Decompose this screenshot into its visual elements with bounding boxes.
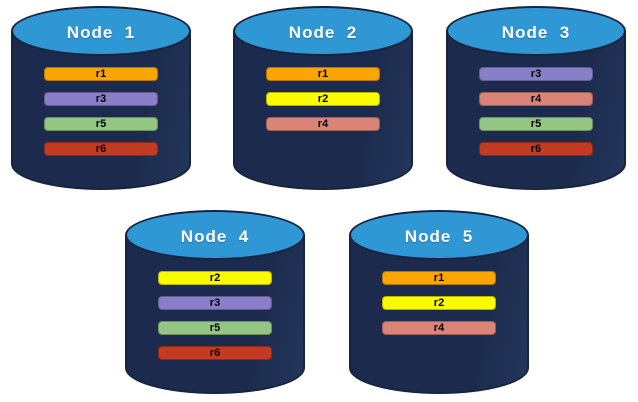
replica-bar-r2: r2 bbox=[266, 92, 380, 106]
replica-bar-r2: r2 bbox=[158, 271, 272, 285]
node-title: Node 2 bbox=[288, 22, 358, 42]
replica-list: r3 r4 r5 r6 bbox=[479, 67, 593, 156]
replica-bar-r4: r4 bbox=[266, 117, 380, 131]
replica-bar-r3: r3 bbox=[44, 92, 158, 106]
node-title: Node 4 bbox=[180, 226, 250, 246]
node-title: Node 3 bbox=[501, 22, 571, 42]
cylinder-top-ellipse: Node 3 bbox=[446, 6, 626, 56]
cylinder-body bbox=[233, 31, 413, 190]
node-3-cylinder: Node 3 r3 r4 r5 r6 bbox=[446, 6, 626, 190]
replica-bar-r1: r1 bbox=[44, 67, 158, 81]
replica-bar-r1: r1 bbox=[382, 271, 496, 285]
cylinder-top-ellipse: Node 2 bbox=[233, 6, 413, 56]
node-1-cylinder: Node 1 r1 r3 r5 r6 bbox=[11, 6, 191, 190]
replica-bar-r1: r1 bbox=[266, 67, 380, 81]
replica-bar-r6: r6 bbox=[158, 346, 272, 360]
replica-list: r1 r2 r4 bbox=[382, 271, 496, 335]
node-5-cylinder: Node 5 r1 r2 r4 bbox=[349, 210, 529, 394]
replica-bar-r3: r3 bbox=[158, 296, 272, 310]
node-4-cylinder: Node 4 r2 r3 r5 r6 bbox=[125, 210, 305, 394]
node-title: Node 1 bbox=[66, 22, 136, 42]
cylinder-body bbox=[125, 235, 305, 394]
cylinder-top-ellipse: Node 4 bbox=[125, 210, 305, 260]
cylinder-body bbox=[446, 31, 626, 190]
replica-bar-r6: r6 bbox=[479, 142, 593, 156]
cylinder-body bbox=[11, 31, 191, 190]
replica-list: r1 r3 r5 r6 bbox=[44, 67, 158, 156]
replica-bar-r3: r3 bbox=[479, 67, 593, 81]
replica-bar-r5: r5 bbox=[44, 117, 158, 131]
node-2-cylinder: Node 2 r1 r2 r4 bbox=[233, 6, 413, 190]
cylinder-top-ellipse: Node 5 bbox=[349, 210, 529, 260]
replica-bar-r5: r5 bbox=[158, 321, 272, 335]
cylinder-top-ellipse: Node 1 bbox=[11, 6, 191, 56]
replica-bar-r2: r2 bbox=[382, 296, 496, 310]
cylinder-body bbox=[349, 235, 529, 394]
replica-bar-r5: r5 bbox=[479, 117, 593, 131]
replica-bar-r4: r4 bbox=[479, 92, 593, 106]
replica-list: r2 r3 r5 r6 bbox=[158, 271, 272, 360]
replica-bar-r6: r6 bbox=[44, 142, 158, 156]
replica-list: r1 r2 r4 bbox=[266, 67, 380, 131]
replica-bar-r4: r4 bbox=[382, 321, 496, 335]
node-title: Node 5 bbox=[404, 226, 474, 246]
